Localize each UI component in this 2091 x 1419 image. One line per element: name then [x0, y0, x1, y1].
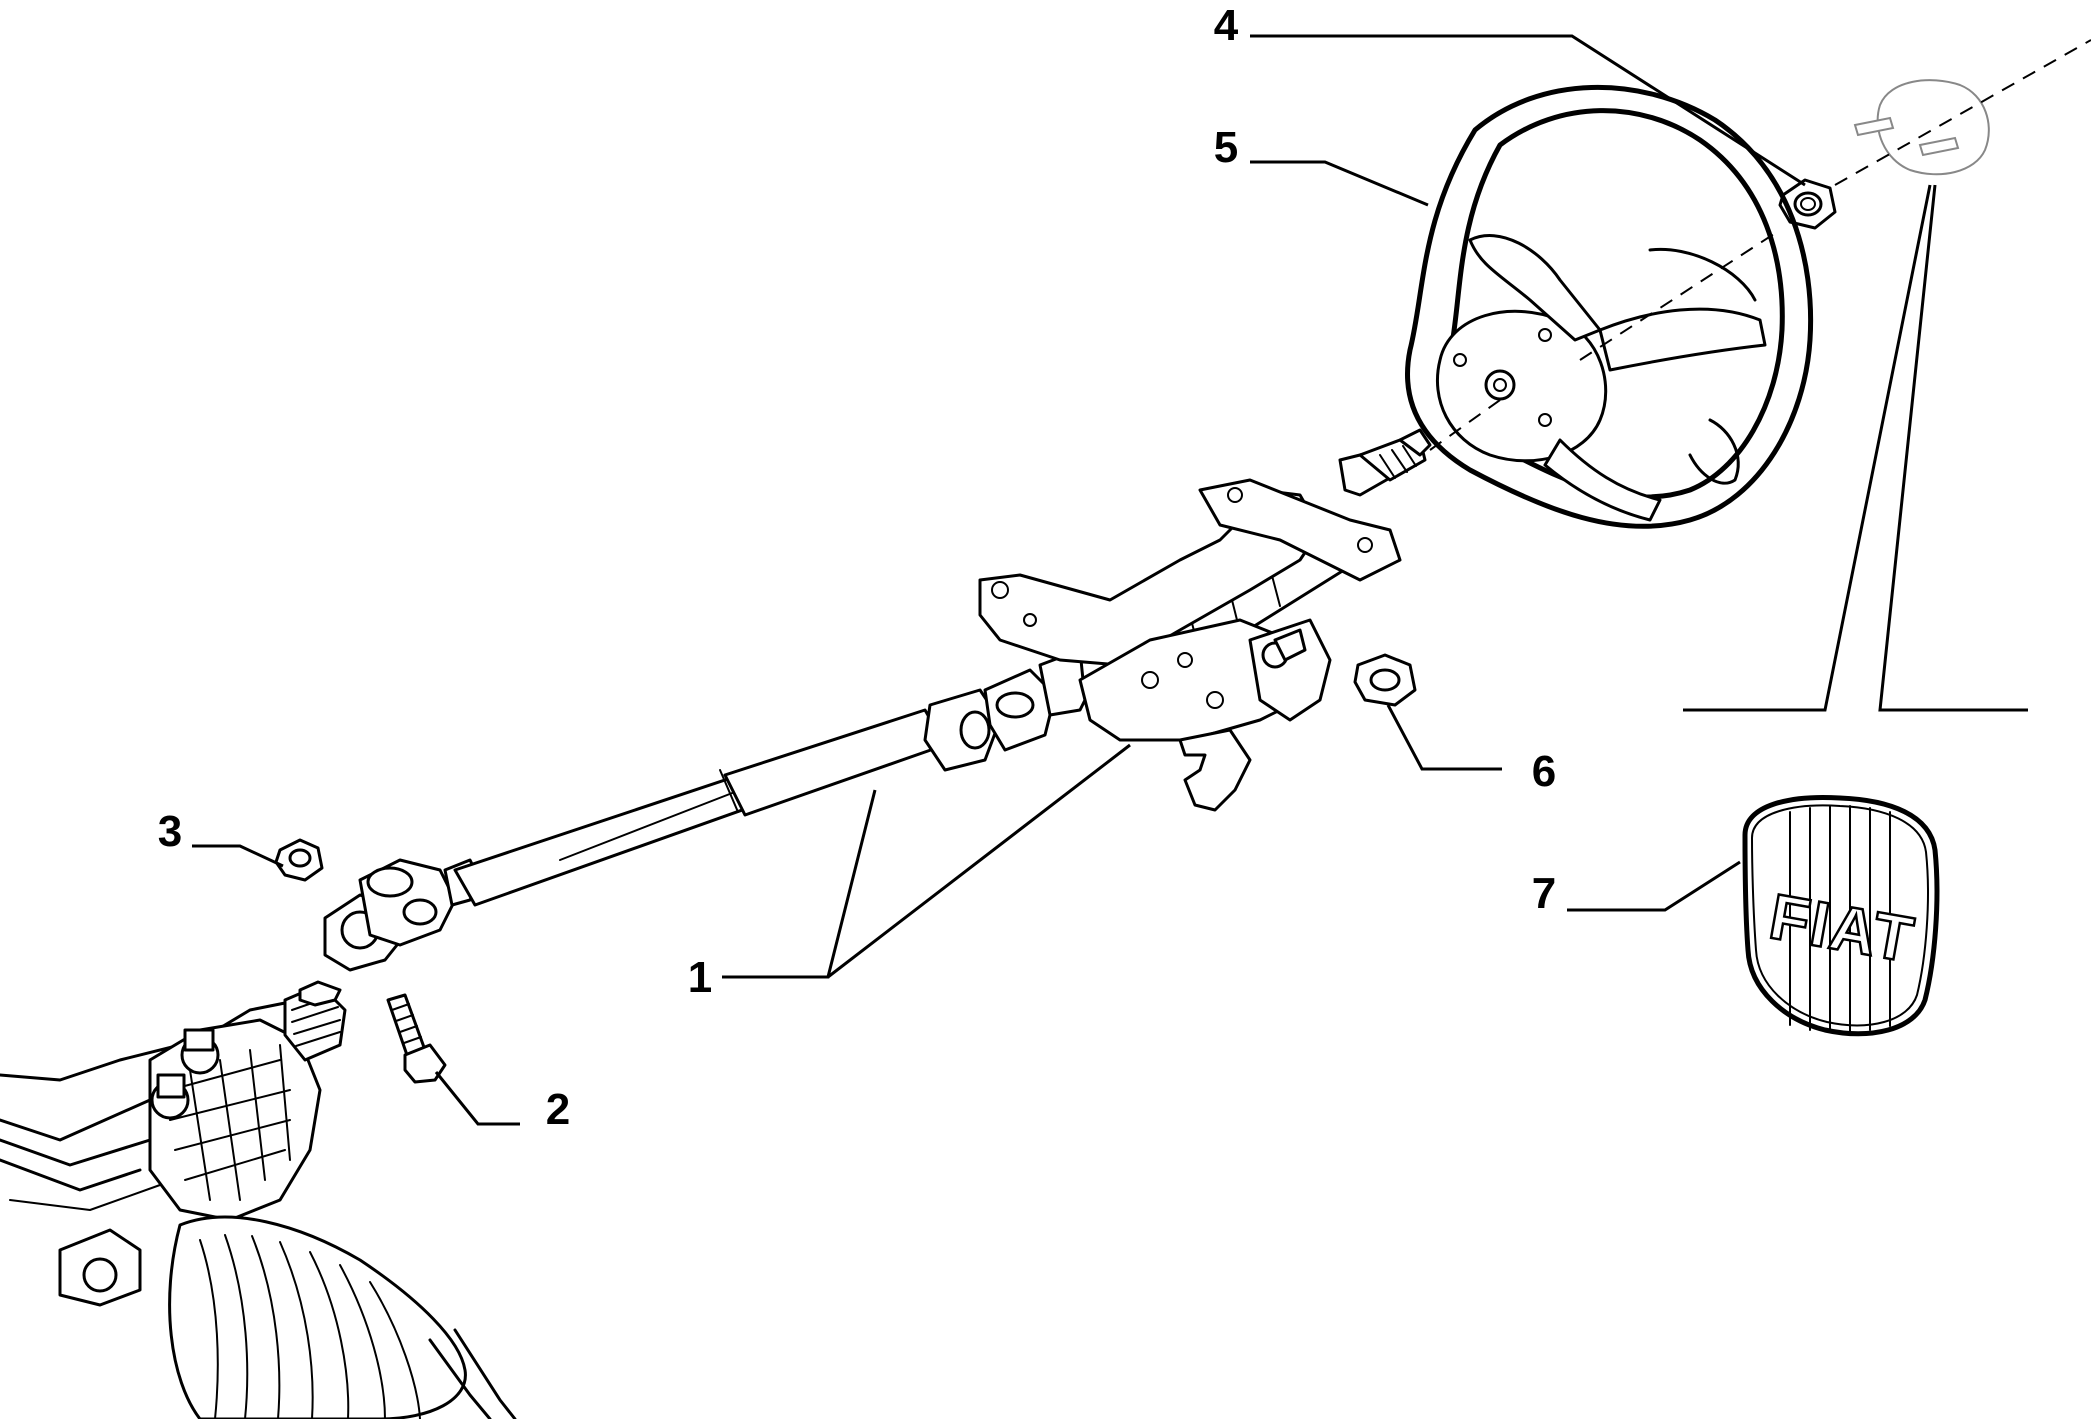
steering-rack-icon: [0, 980, 517, 1419]
bolt-icon: [386, 993, 447, 1084]
callouts: 1 2 3 4 5 6 7: [158, 1, 1556, 1134]
callout-5: 5: [1214, 123, 1238, 172]
horn-cover-icon: [1429, 39, 2091, 451]
emblem-logo-text: FIAT: [1764, 880, 1920, 976]
steering-wheel-icon: [1405, 84, 1814, 529]
callout-6: 6: [1532, 747, 1556, 796]
nut-icon: [274, 838, 324, 882]
steering-column-icon: [323, 428, 1432, 972]
callout-3: 3: [158, 807, 182, 856]
emblem-icon: FIAT: [1742, 795, 1940, 1037]
callout-7: 7: [1532, 869, 1556, 918]
callout-2: 2: [546, 1085, 570, 1134]
leader-lines: [192, 34, 2028, 1126]
callout-1: 1: [688, 953, 712, 1002]
callout-4: 4: [1214, 1, 1239, 50]
nut-icon: [1353, 653, 1417, 707]
